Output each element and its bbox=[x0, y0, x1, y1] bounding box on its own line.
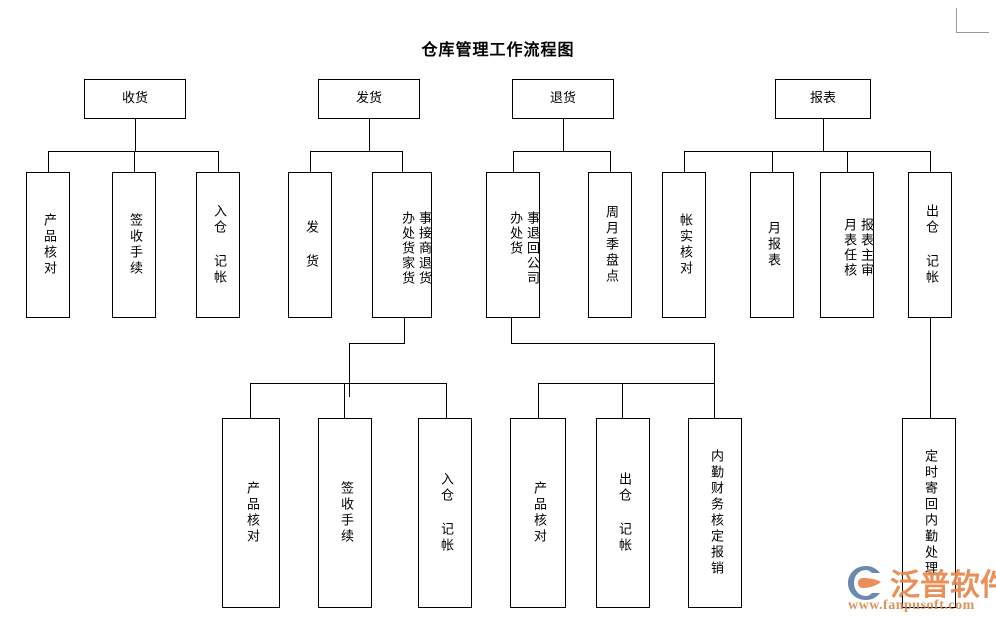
edge-return-company-stem bbox=[511, 318, 512, 343]
node-signoff-procedure-receiving[interactable]: 签收手续 bbox=[112, 172, 156, 318]
edge-reports-drop-4 bbox=[930, 151, 931, 172]
node-handle-merchant-return[interactable]: 事接商退货 办处货家货 bbox=[372, 172, 432, 318]
edge-return-company-riser bbox=[714, 343, 715, 383]
edge-merchant-return-elbow bbox=[349, 343, 405, 344]
edge-returns-drop-2 bbox=[610, 151, 611, 172]
edge-receiving-drop-2 bbox=[134, 151, 135, 172]
edge-shipping-drop-2 bbox=[402, 151, 403, 172]
node-product-verification-receiving[interactable]: 产品核对 bbox=[26, 172, 70, 318]
edge-outbound-to-mailback bbox=[930, 318, 931, 418]
node-inbound-bookkeeping-shipping[interactable]: 入仓 记帐 bbox=[418, 418, 472, 608]
node-scheduled-mail-back-office[interactable]: 定时寄回内勤处理 bbox=[902, 418, 956, 608]
edge-merchant-return-stem bbox=[404, 318, 405, 343]
edge-reports-drop-3 bbox=[847, 151, 848, 172]
node-inbound-bookkeeping-receiving[interactable]: 入仓 记帐 bbox=[196, 172, 240, 318]
page-title: 仓库管理工作流程图 bbox=[421, 40, 575, 59]
edge-returns-stem bbox=[563, 119, 564, 151]
node-signoff-procedure-shipping[interactable]: 签收手续 bbox=[318, 418, 372, 608]
edge-receiving-stem bbox=[135, 119, 136, 151]
edge-shipping-stem bbox=[369, 119, 370, 151]
edge-receiving-drop-1 bbox=[48, 151, 49, 172]
node-finance-approve-reimbursement[interactable]: 内勤财务核定报销 bbox=[688, 418, 742, 608]
node-monthly-report[interactable]: 月报表 bbox=[750, 172, 794, 318]
edge-returns-drop-1 bbox=[513, 151, 514, 172]
node-product-verification-returns[interactable]: 产品核对 bbox=[510, 418, 566, 608]
edge-shipping-drop-1 bbox=[310, 151, 311, 172]
node-product-verification-shipping[interactable]: 产品核对 bbox=[222, 418, 280, 608]
node-receiving[interactable]: 收货 bbox=[84, 79, 186, 119]
node-reports[interactable]: 报表 bbox=[775, 79, 871, 119]
node-periodic-stocktake[interactable]: 周月季盘点 bbox=[588, 172, 632, 318]
edge-merchant-return-bus bbox=[250, 383, 446, 384]
node-ship-goods[interactable]: 发 货 bbox=[288, 172, 332, 318]
edge-reports-stem bbox=[823, 119, 824, 151]
node-returns[interactable]: 退货 bbox=[512, 79, 614, 119]
edge-return-company-drop-1 bbox=[538, 383, 539, 418]
edge-merchant-return-drop-2 bbox=[344, 383, 345, 418]
node-outbound-bookkeeping-returns[interactable]: 出仓 记帐 bbox=[596, 418, 650, 608]
edge-merchant-return-drop-3 bbox=[446, 383, 447, 418]
edge-reports-drop-1 bbox=[684, 151, 685, 172]
node-account-stock-reconcile[interactable]: 帐实核对 bbox=[662, 172, 706, 318]
edge-returns-bus bbox=[513, 151, 610, 152]
node-outbound-bookkeeping-reports[interactable]: 出仓 记帐 bbox=[908, 172, 952, 318]
edge-return-company-bus bbox=[538, 383, 714, 384]
node-report-supervisor-review[interactable]: 报表主审 月表任核 bbox=[820, 172, 874, 318]
page-corner-mark bbox=[956, 8, 989, 33]
edge-return-company-elbow bbox=[511, 343, 714, 344]
fanpu-logo-icon bbox=[848, 566, 881, 600]
edge-reports-bus bbox=[684, 151, 930, 152]
edge-return-company-drop-2 bbox=[622, 383, 623, 418]
edge-merchant-return-drop-1 bbox=[250, 383, 251, 418]
edge-shipping-bus bbox=[310, 151, 402, 152]
edge-reports-drop-2 bbox=[772, 151, 773, 172]
edge-return-company-drop-3 bbox=[714, 383, 715, 418]
edge-receiving-bus bbox=[48, 151, 218, 152]
edge-receiving-drop-3 bbox=[218, 151, 219, 172]
edge-merchant-return-riser bbox=[349, 343, 350, 397]
node-handle-return-to-company[interactable]: 事退回公司 办处货 bbox=[486, 172, 540, 318]
node-shipping[interactable]: 发货 bbox=[318, 79, 420, 119]
